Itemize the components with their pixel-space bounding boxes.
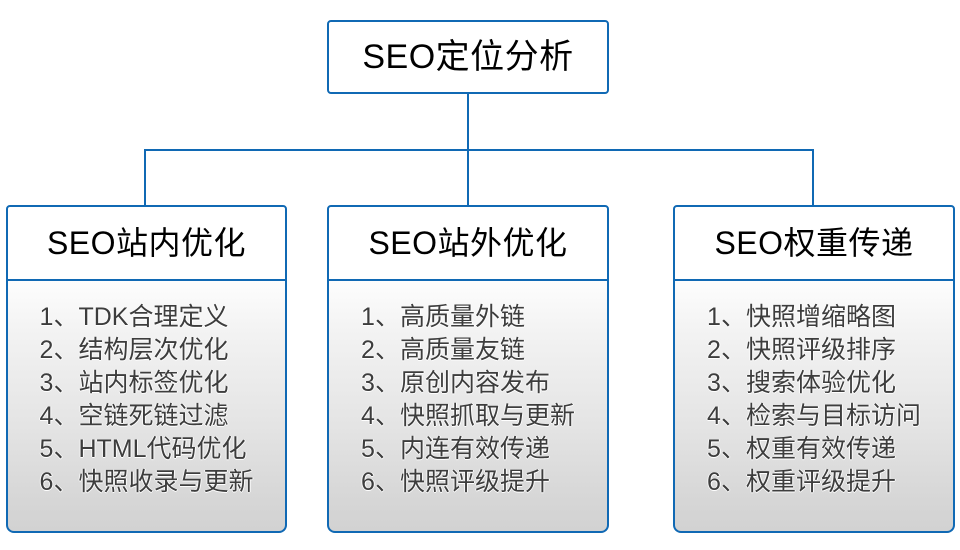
list-item: 6、快照评级提升 [361,468,550,496]
branch-3-title: SEO权重传递 [714,225,914,261]
list-item: 2、快照评级排序 [707,336,896,364]
list-item: 3、搜索体验优化 [707,369,896,397]
branch-2-list: 1、高质量外链 2、高质量友链 3、原创内容发布 4、快照抓取与更新 5、内连有… [361,301,575,499]
list-item: 3、原创内容发布 [361,369,550,397]
root-node[interactable]: SEO定位分析 [327,20,609,94]
branch-node-2[interactable]: SEO站外优化 1、高质量外链 2、高质量友链 3、原创内容发布 4、快照抓取与… [327,205,609,533]
branch-1-body: 1、TDK合理定义 2、结构层次优化 3、站内标签优化 4、空链死链过滤 5、H… [6,281,287,533]
list-item: 6、快照收录与更新 [39,468,254,496]
list-item: 1、高质量外链 [361,303,525,331]
list-item: 3、站内标签优化 [39,369,229,397]
branch-3-header[interactable]: SEO权重传递 [673,205,955,281]
root-node-title: SEO定位分析 [362,38,574,76]
list-item: 4、检索与目标访问 [707,402,921,430]
branch-2-body: 1、高质量外链 2、高质量友链 3、原创内容发布 4、快照抓取与更新 5、内连有… [327,281,609,533]
branch-2-header[interactable]: SEO站外优化 [327,205,609,281]
branch-3-list: 1、快照增缩略图 2、快照评级排序 3、搜索体验优化 4、检索与目标访问 5、权… [707,301,921,499]
list-item: 5、HTML代码优化 [39,435,247,463]
branch-1-header[interactable]: SEO站内优化 [6,205,287,281]
branch-1-list: 1、TDK合理定义 2、结构层次优化 3、站内标签优化 4、空链死链过滤 5、H… [40,301,254,499]
list-item: 1、TDK合理定义 [39,303,229,331]
list-item: 4、快照抓取与更新 [361,402,575,430]
list-item: 4、空链死链过滤 [39,402,229,430]
branch-3-body: 1、快照增缩略图 2、快照评级排序 3、搜索体验优化 4、检索与目标访问 5、权… [673,281,955,533]
list-item: 5、内连有效传递 [361,435,550,463]
branch-2-title: SEO站外优化 [368,225,568,261]
list-item: 5、权重有效传递 [707,435,896,463]
branch-1-title: SEO站内优化 [46,225,247,261]
list-item: 1、快照增缩略图 [707,303,896,331]
branch-node-3[interactable]: SEO权重传递 1、快照增缩略图 2、快照评级排序 3、搜索体验优化 4、检索与… [673,205,955,533]
branch-node-1[interactable]: SEO站内优化 1、TDK合理定义 2、结构层次优化 3、站内标签优化 4、空链… [6,205,287,533]
list-item: 2、结构层次优化 [39,336,229,364]
list-item: 2、高质量友链 [361,336,525,364]
list-item: 6、权重评级提升 [707,468,896,496]
